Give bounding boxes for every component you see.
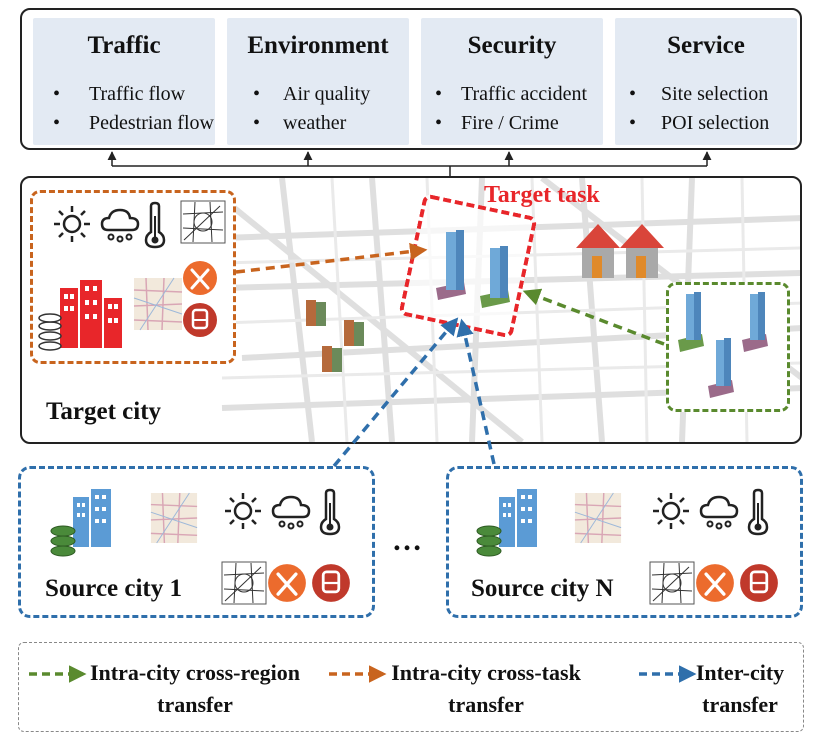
list-item: •weather bbox=[253, 112, 347, 134]
house-icon bbox=[576, 224, 664, 278]
sun-icon bbox=[225, 493, 261, 529]
category-title: Service bbox=[667, 32, 745, 59]
city-map-thumbnail bbox=[574, 492, 622, 544]
list-item: •Traffic accident bbox=[435, 83, 588, 105]
list-item: •Fire / Crime bbox=[435, 112, 559, 134]
category-title: Environment bbox=[247, 32, 389, 59]
category-environment: Environment •Air quality •weather bbox=[227, 18, 409, 145]
train-icon bbox=[183, 303, 217, 337]
road-map-icon bbox=[649, 561, 695, 605]
train-icon bbox=[740, 564, 778, 602]
cross-task-arrow bbox=[235, 242, 428, 274]
source-city-1-panel: Source city 1 bbox=[18, 466, 375, 618]
source-city-n-panel: Source city N bbox=[446, 466, 803, 618]
legend-swatch-cross-task bbox=[329, 665, 387, 683]
restaurant-icon bbox=[268, 564, 306, 602]
building-icon bbox=[60, 280, 122, 348]
category-title: Traffic bbox=[87, 32, 161, 59]
ellipsis: … bbox=[392, 524, 422, 557]
database-icon bbox=[38, 313, 62, 351]
list-item: •Air quality bbox=[253, 83, 371, 105]
legend-swatch-cross-region bbox=[29, 665, 87, 683]
category-title: Security bbox=[467, 32, 557, 59]
category-security: Security •Traffic accident •Fire / Crime bbox=[421, 18, 603, 145]
train-icon bbox=[312, 564, 350, 602]
thermometer-icon bbox=[144, 201, 166, 249]
road-map-icon bbox=[221, 561, 267, 605]
sun-icon bbox=[653, 493, 689, 529]
cross-region-arrow bbox=[522, 288, 665, 346]
source-city-label: Source city N bbox=[471, 575, 614, 602]
inter-city-arrow-n bbox=[456, 318, 496, 465]
task-category-panel: Traffic •Traffic flow •Pedestrian flow E… bbox=[20, 8, 802, 150]
category-traffic: Traffic •Traffic flow •Pedestrian flow bbox=[33, 18, 215, 145]
legend-swatch-inter-city bbox=[639, 665, 697, 683]
inter-city-arrow-1 bbox=[332, 317, 459, 468]
restaurant-icon bbox=[696, 564, 734, 602]
target-task-label: Target task bbox=[484, 182, 600, 208]
small-buildings-icon bbox=[306, 300, 364, 372]
building-icon bbox=[50, 489, 111, 557]
category-items: •Traffic accident •Fire / Crime bbox=[421, 80, 603, 138]
target-city-label: Target city bbox=[46, 398, 162, 425]
list-item: •POI selection bbox=[629, 112, 770, 134]
category-items: •Traffic flow •Pedestrian flow bbox=[33, 80, 215, 138]
skyscraper-icon bbox=[678, 292, 768, 398]
road-map-icon bbox=[180, 200, 226, 244]
rain-cloud-icon bbox=[271, 495, 311, 530]
sun-icon bbox=[54, 206, 90, 242]
city-map-thumbnail bbox=[133, 277, 183, 331]
list-item: •Traffic flow bbox=[53, 83, 186, 105]
category-service: Service •Site selection •POI selection bbox=[615, 18, 797, 145]
target-city-panel: Target task Target city bbox=[20, 176, 802, 444]
rain-cloud-icon bbox=[699, 495, 739, 530]
city-map-thumbnail bbox=[150, 492, 198, 544]
thermometer-icon bbox=[747, 488, 769, 536]
thermometer-icon bbox=[319, 488, 341, 536]
skyscraper-icon bbox=[436, 230, 510, 308]
source-city-label: Source city 1 bbox=[45, 575, 183, 602]
category-items: •Site selection •POI selection bbox=[615, 80, 797, 138]
building-icon bbox=[476, 489, 537, 557]
rain-cloud-icon bbox=[100, 208, 140, 243]
list-item: •Site selection bbox=[629, 83, 769, 105]
restaurant-icon bbox=[183, 261, 217, 295]
list-item: •Pedestrian flow bbox=[53, 112, 214, 134]
category-items: •Air quality •weather bbox=[227, 80, 409, 138]
